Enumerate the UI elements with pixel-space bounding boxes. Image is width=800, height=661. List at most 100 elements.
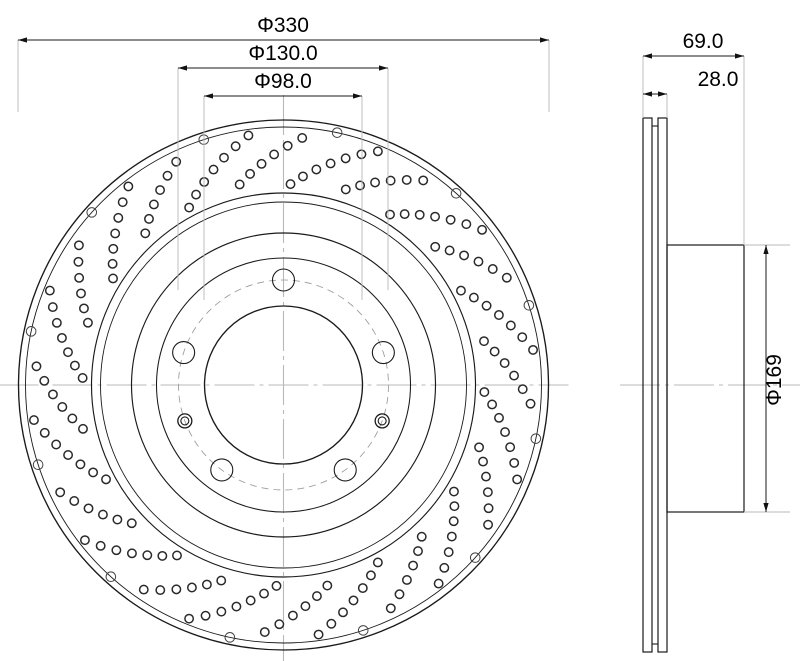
drill-hole — [311, 591, 322, 602]
drill-hole — [138, 584, 149, 595]
drill-hole — [219, 152, 229, 163]
drill-hole — [82, 317, 93, 328]
drill-hole-bore — [315, 631, 322, 638]
drill-hole — [298, 171, 308, 182]
drill-hole-bore — [357, 182, 363, 189]
drill-hole-bore — [489, 401, 495, 408]
drill-hole-bore — [218, 609, 224, 615]
drill-hole-bore — [492, 348, 498, 355]
drill-hole — [77, 373, 88, 383]
bolt-hole-1 — [271, 268, 296, 292]
drill-hole-bore — [313, 166, 319, 173]
drill-hole — [75, 459, 86, 470]
drill-hole — [401, 575, 412, 585]
drill-hole — [117, 197, 128, 208]
drill-hole — [338, 607, 348, 618]
drill-hole — [445, 214, 456, 225]
bolt-hole-4 — [210, 458, 234, 482]
drill-hole — [430, 241, 441, 252]
drill-hole-bore — [125, 183, 131, 190]
drill-hole-bore — [41, 378, 47, 384]
disc-outer-chamfer — [25, 126, 542, 644]
drill-hole-bore — [120, 199, 126, 205]
drill-hole — [51, 439, 62, 450]
drill-hole — [489, 346, 500, 357]
drill-hole — [394, 589, 405, 600]
drill-hole-bore — [159, 553, 165, 559]
drill-hole-bore — [343, 186, 349, 193]
drill-hole — [493, 310, 504, 320]
drill-hole-bore — [368, 572, 374, 578]
drill-hole — [243, 130, 254, 141]
drill-hole — [73, 240, 84, 251]
drill-hole-bore — [404, 577, 410, 583]
drill-hole-bore — [432, 214, 438, 220]
drill-hole-bore — [202, 613, 209, 619]
drill-hole — [459, 250, 470, 261]
drill-hole-bore — [388, 178, 394, 184]
drill-hole — [142, 550, 153, 561]
drill-hole — [326, 618, 337, 629]
friction-ring-inner-step — [100, 201, 467, 569]
drill-hole-bore — [186, 204, 192, 211]
drill-hole-bore — [410, 562, 416, 569]
drill-hole-outer — [357, 625, 369, 636]
drill-hole-bore — [31, 417, 37, 423]
drill-hole — [63, 347, 73, 358]
dim-center-bore-label: Φ98.0 — [254, 70, 312, 93]
drill-hole-bore — [461, 252, 467, 259]
drill-hole — [200, 610, 211, 621]
drill-hole-bore — [157, 587, 163, 593]
drill-hole — [69, 496, 80, 506]
drill-hole-bore — [210, 166, 217, 173]
drill-hole-bore — [174, 552, 180, 559]
drill-hole — [439, 562, 450, 573]
drill-hole-bore — [71, 498, 77, 504]
drill-hole-bore — [507, 444, 513, 450]
drill-hole — [479, 336, 489, 347]
drill-hole-bore — [233, 143, 239, 149]
drill-hole — [31, 361, 42, 372]
drill-hole-bore — [78, 290, 84, 297]
drill-hole-bore — [189, 584, 195, 591]
drill-hole — [107, 258, 118, 269]
drill-hole — [449, 486, 459, 497]
drill-hole — [494, 412, 504, 423]
drill-hole — [140, 228, 151, 239]
drill-hole — [39, 427, 50, 438]
drill-hole-bore — [57, 489, 63, 495]
drill-hole-bore — [142, 230, 148, 236]
drill-hole — [481, 300, 492, 311]
drill-hole-bore — [481, 389, 487, 395]
drill-hole-bore — [375, 148, 381, 154]
drill-hole — [500, 427, 511, 438]
drill-hole-bore — [69, 415, 75, 422]
drill-hole — [444, 245, 455, 256]
drill-hole — [448, 516, 459, 527]
drill-hole — [155, 185, 166, 195]
drill-hole — [44, 285, 55, 296]
drill-hole — [76, 288, 86, 299]
drill-hole-bore — [129, 550, 135, 556]
drill-hole — [322, 580, 333, 591]
drill-hole-bore — [436, 580, 442, 587]
drill-hole — [101, 474, 111, 485]
drill-hole-bore — [50, 304, 56, 310]
drill-hole-bore — [221, 155, 227, 161]
disc-outer-edge — [17, 119, 550, 651]
drill-hole-bore — [496, 415, 502, 421]
drill-hole-bore — [360, 585, 366, 591]
side-view-group — [620, 117, 800, 653]
drill-hole-bore — [485, 505, 492, 511]
drill-hole-bore — [396, 591, 403, 597]
drill-hole-bore — [471, 294, 477, 301]
drill-hole-bore — [247, 171, 253, 177]
drill-hole-bore — [290, 612, 296, 619]
drill-hole — [365, 570, 376, 581]
bolt-hole-2 — [371, 341, 395, 365]
drill-hole-bore — [103, 476, 109, 482]
drill-hole-bore — [47, 287, 53, 294]
friction-ring-inner-edge — [90, 192, 477, 578]
drill-hole — [340, 153, 351, 164]
front-view-group — [0, 95, 569, 661]
